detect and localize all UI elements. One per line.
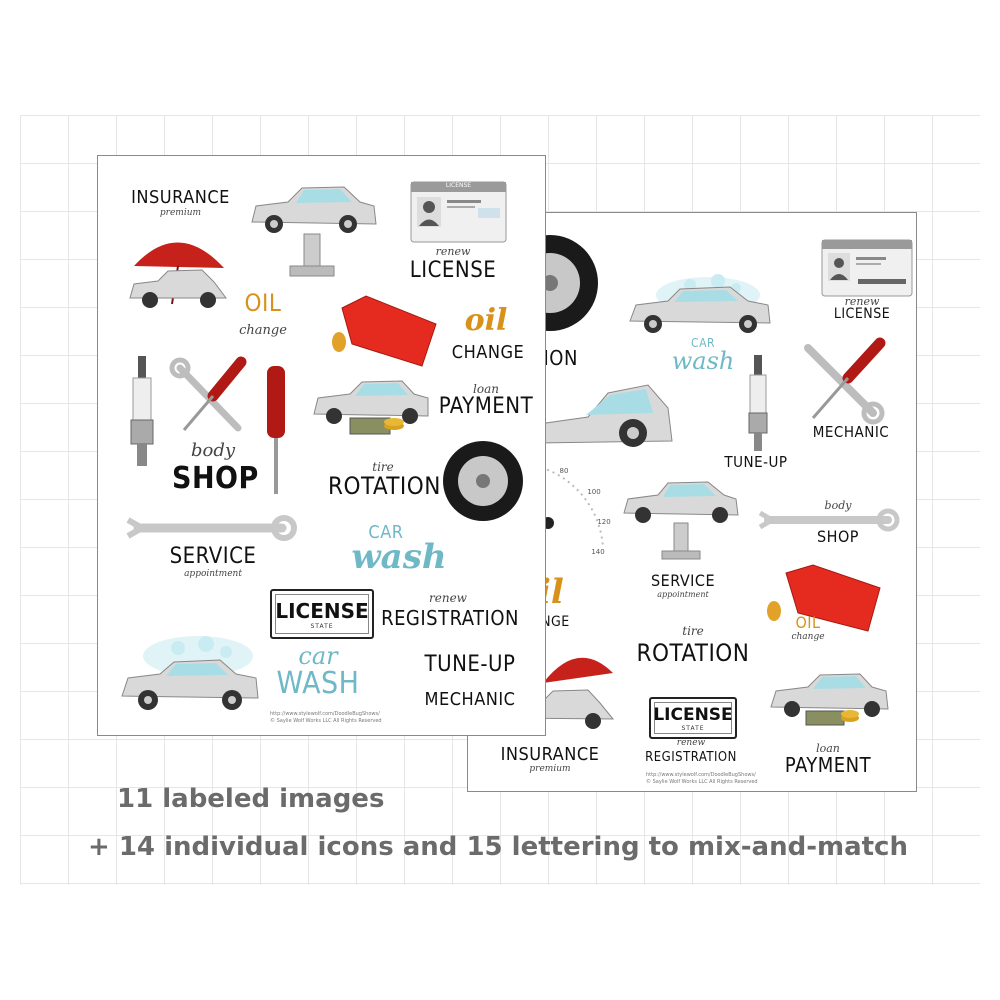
- copyright-fine-print: http://www.stylewolf.com/DoodleBugShows/…: [270, 711, 382, 724]
- tools-crossed-icon: [804, 337, 886, 425]
- car-on-lift-icon: [251, 186, 377, 277]
- mechanic-lettering: MECHANIC: [812, 423, 890, 441]
- license-card-icon: [821, 239, 913, 297]
- car-lettering: CAR: [368, 522, 404, 543]
- car-side-icon: [537, 384, 673, 447]
- spark-plug-icon: [130, 356, 154, 466]
- renew-lettering: renew: [844, 295, 880, 308]
- oil-bottle-icon: [332, 295, 437, 367]
- registration-lettering: REGISTRATION: [381, 606, 519, 630]
- gauge-100: 100: [587, 488, 601, 496]
- fine-print-url: http://www.stylewolf.com/DoodleBugShows/: [270, 711, 380, 717]
- change-caps-lettering: CHANGE: [451, 342, 525, 363]
- fine-print-rights: © Saylie Wolf Works LLC All Rights Reser…: [646, 778, 758, 785]
- service-lettering: SERVICE: [169, 544, 257, 569]
- wrench-icon: [758, 508, 900, 532]
- tuneup-lettering: TUNE-UP: [424, 652, 516, 677]
- gauge-140: 140: [591, 548, 605, 556]
- oil-bottle-icon: [767, 564, 881, 632]
- caption-line-2: + 14 individual icons and 15 lettering t…: [88, 832, 908, 862]
- back-sheet-artwork: [502, 235, 913, 729]
- loan-car-icon: [770, 673, 889, 726]
- caption-line-1: 11 labeled images: [117, 784, 385, 814]
- fine-print-url: http://www.stylewolf.com/DoodleBugShows/: [646, 772, 756, 778]
- wash-lettering: wash: [351, 537, 447, 577]
- car-lettering: CAR: [691, 336, 715, 350]
- insurance-lettering: INSURANCE: [131, 187, 230, 208]
- body-lettering: body: [190, 440, 236, 461]
- body-lettering: body: [824, 499, 852, 512]
- renew-reg-lettering: renew: [429, 591, 467, 605]
- shop-lettering: SHOP: [172, 461, 259, 496]
- tire-lettering: tire: [372, 460, 394, 474]
- rotation-lettering: ROTATION: [636, 639, 750, 667]
- loan-lettering: loan: [473, 382, 499, 396]
- car-wash-car-icon: [121, 636, 259, 710]
- shop-lettering: SHOP: [817, 527, 859, 546]
- mechanic-lettering: MECHANIC: [424, 689, 516, 710]
- fine-print-rights: © Saylie Wolf Works LLC All Rights Reser…: [270, 717, 382, 724]
- license-plate-icon: LICENSE STATE: [270, 589, 374, 639]
- spark-plug-icon: [748, 355, 768, 451]
- tuneup-lettering: TUNE-UP: [724, 453, 788, 471]
- payment-lettering: PAYMENT: [438, 394, 534, 419]
- oil-lettering: OIL: [244, 289, 282, 317]
- umbrella-car-icon: [129, 242, 227, 308]
- plate-main-text: LICENSE: [275, 599, 369, 623]
- sticker-sheet-front: INSURANCE premium LICENSE renew LICENSE …: [97, 155, 546, 736]
- renew-reg-lettering: renew: [676, 738, 706, 748]
- plate-sub-text: STATE: [310, 623, 334, 630]
- license-lettering: LICENSE: [833, 306, 891, 322]
- change-lettering: change: [791, 632, 825, 642]
- car-script-lettering: car: [298, 642, 338, 670]
- plate-main-text: LICENSE: [653, 705, 733, 725]
- premium-lettering: premium: [529, 764, 571, 774]
- license-plate-icon: LICENSE STATE: [649, 697, 737, 739]
- tire-lettering: tire: [682, 624, 704, 638]
- gauge-80: 80: [559, 467, 569, 475]
- wrench-icon: [126, 515, 297, 541]
- tools-crossed-icon: [169, 356, 247, 432]
- oil-lettering: OIL: [795, 613, 821, 632]
- plate-sub-text: STATE: [681, 725, 705, 732]
- insurance-lettering: INSURANCE: [500, 744, 600, 765]
- screwdriver-icon: [267, 366, 285, 494]
- appointment-lettering: appointment: [184, 569, 242, 579]
- wash-caps-lettering: WASH: [276, 666, 360, 701]
- car-on-lift-icon: [623, 481, 739, 560]
- loan-lettering: loan: [816, 742, 840, 755]
- payment-lettering: PAYMENT: [784, 753, 872, 777]
- license-card-title: LICENSE: [445, 182, 472, 189]
- gauge-120: 120: [597, 518, 611, 526]
- rotation-lettering: ROTATION: [328, 472, 441, 500]
- loan-car-icon: [313, 380, 429, 435]
- tire-icon: [443, 441, 523, 521]
- license-lettering: LICENSE: [409, 258, 497, 283]
- oil-script-lettering: oil: [464, 303, 508, 338]
- service-lettering: SERVICE: [650, 571, 716, 590]
- premium-lettering: premium: [159, 208, 202, 218]
- copyright-fine-print: http://www.stylewolf.com/DoodleBugShows/…: [646, 772, 758, 785]
- renew-lettering: renew: [435, 245, 471, 258]
- wash-lettering: wash: [671, 347, 735, 375]
- front-sheet-artwork: [121, 181, 523, 710]
- car-wash-car-icon: [629, 274, 771, 333]
- appointment-lettering: appointment: [657, 590, 709, 599]
- registration-lettering: REGISTRATION: [645, 750, 737, 765]
- change-lettering: change: [239, 323, 287, 338]
- license-card-icon: [410, 181, 507, 243]
